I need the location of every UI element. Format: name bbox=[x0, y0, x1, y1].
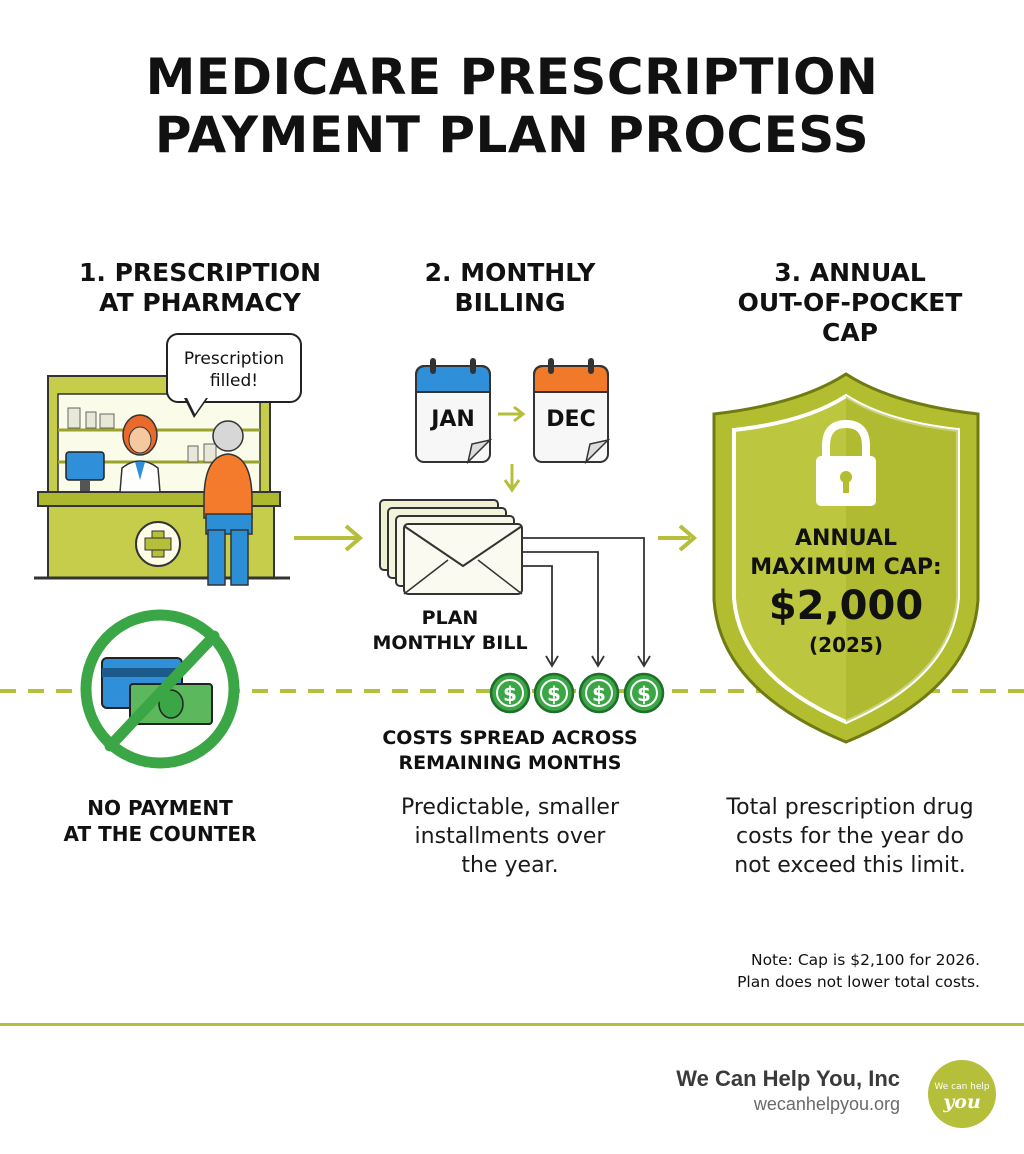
step-2-caption: Predictable, smaller installments over t… bbox=[400, 795, 620, 878]
shield-line-2: MAXIMUM CAP: bbox=[750, 555, 941, 580]
pharmacist-icon bbox=[119, 414, 161, 493]
logo-line-1: We can help bbox=[934, 1082, 990, 1092]
coins-label: COSTS SPREAD ACROSS REMAINING MONTHS bbox=[382, 727, 638, 774]
coin-symbol: $ bbox=[547, 682, 561, 706]
coin-symbol: $ bbox=[503, 682, 517, 706]
step-3-title: 3. ANNUAL OUT-OF-POCKET CAP bbox=[737, 258, 963, 347]
arrow-step1-to-step2 bbox=[294, 524, 364, 552]
arrow-step2-to-step3 bbox=[658, 524, 698, 552]
calendar-end-label: DEC bbox=[546, 407, 595, 432]
coin-symbol: $ bbox=[637, 682, 651, 706]
dollar-coin-icon: $ bbox=[533, 672, 575, 714]
calendar-icon: JAN bbox=[415, 358, 493, 465]
brand-logo: We can help you bbox=[928, 1060, 996, 1128]
logo-line-2: you bbox=[942, 1091, 981, 1113]
calendar-start-label: JAN bbox=[429, 407, 475, 432]
coin-symbol: $ bbox=[592, 682, 606, 706]
shield-line-1: ANNUAL bbox=[795, 526, 897, 551]
brand-url: wecanhelpyou.org bbox=[753, 1094, 900, 1114]
step-1-title: 1. PRESCRIPTION AT PHARMACY bbox=[78, 258, 321, 317]
envelope-icon bbox=[379, 499, 523, 595]
dollar-coin-icon: $ bbox=[578, 672, 620, 714]
shield-amount: $2,000 bbox=[769, 583, 923, 629]
process-illustration: JAN DEC $ bbox=[0, 358, 1024, 769]
footnote: Note: Cap is $2,100 for 2026. Plan does … bbox=[737, 951, 980, 991]
brand-name: We Can Help You, Inc bbox=[676, 1066, 900, 1091]
lock-icon bbox=[816, 419, 876, 506]
customer-icon bbox=[203, 420, 253, 586]
no-payment-icon bbox=[80, 609, 240, 769]
shield-year: (2025) bbox=[809, 633, 883, 657]
arrow-jan-to-dec bbox=[498, 405, 526, 423]
calendar-icon: DEC bbox=[533, 358, 611, 465]
speech-bubble: Prescription filled! bbox=[166, 333, 302, 403]
footer-divider bbox=[0, 1023, 1024, 1026]
arrow-calendar-to-bill bbox=[503, 464, 521, 493]
pharmacy-counter-icon bbox=[34, 375, 290, 580]
speech-bubble-tail-inner bbox=[187, 398, 206, 414]
step-2-title: 2. MONTHLY BILLING bbox=[424, 258, 596, 317]
brand-block: We Can Help You, Inc wecanhelpyou.org bbox=[676, 1066, 900, 1115]
dollar-coin-icon: $ bbox=[623, 672, 665, 714]
bill-label: PLAN MONTHLY BILL bbox=[372, 607, 528, 654]
dollar-coin-icon: $ bbox=[489, 672, 531, 714]
page-title: MEDICARE PRESCRIPTION PAYMENT PLAN PROCE… bbox=[145, 48, 879, 164]
step-1-caption: NO PAYMENT AT THE COUNTER bbox=[63, 796, 257, 846]
step-3-caption: Total prescription drug costs for the ye… bbox=[726, 795, 974, 878]
bill-connectors bbox=[522, 537, 651, 668]
